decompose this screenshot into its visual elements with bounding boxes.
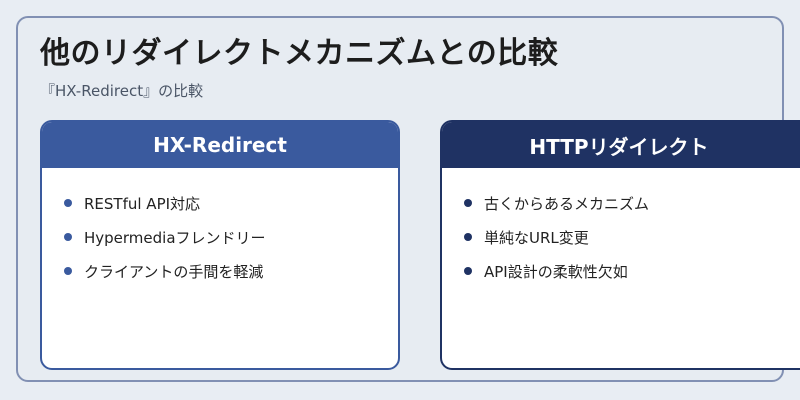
hx-redirect-card: HX-Redirect RESTful API対応 Hypermediaフレンド… [40,120,400,370]
list-item-label: Hypermediaフレンドリー [84,228,266,247]
list-item-label: 古くからあるメカニズム [484,194,650,213]
list-item: API設計の柔軟性欠如 [464,254,800,288]
list-item-label: API設計の柔軟性欠如 [484,262,628,281]
bullet-icon [64,233,72,241]
list-item-label: RESTful API対応 [84,194,201,213]
bullet-icon [464,233,472,241]
list-item-label: クライアントの手間を軽減 [84,262,264,281]
list-item-label: 単純なURL変更 [484,228,589,247]
list-item: RESTful API対応 [64,186,398,220]
bullet-icon [464,267,472,275]
page-subtitle: 『HX-Redirect』の比較 [40,82,204,100]
http-redirect-card: HTTPリダイレクト 古くからあるメカニズム 単純なURL変更 API設計の柔軟… [440,120,800,370]
list-item: 単純なURL変更 [464,220,800,254]
page-title: 他のリダイレクトメカニズムとの比較 [40,36,559,71]
hx-redirect-feature-list: RESTful API対応 Hypermediaフレンドリー クライアントの手間… [42,168,398,288]
list-item: 古くからあるメカニズム [464,186,800,220]
hx-redirect-card-header: HX-Redirect [42,122,398,168]
bullet-icon [64,267,72,275]
bullet-icon [464,199,472,207]
http-redirect-feature-list: 古くからあるメカニズム 単純なURL変更 API設計の柔軟性欠如 [442,168,800,288]
bullet-icon [64,199,72,207]
list-item: クライアントの手間を軽減 [64,254,398,288]
http-redirect-card-header: HTTPリダイレクト [442,122,800,168]
list-item: Hypermediaフレンドリー [64,220,398,254]
